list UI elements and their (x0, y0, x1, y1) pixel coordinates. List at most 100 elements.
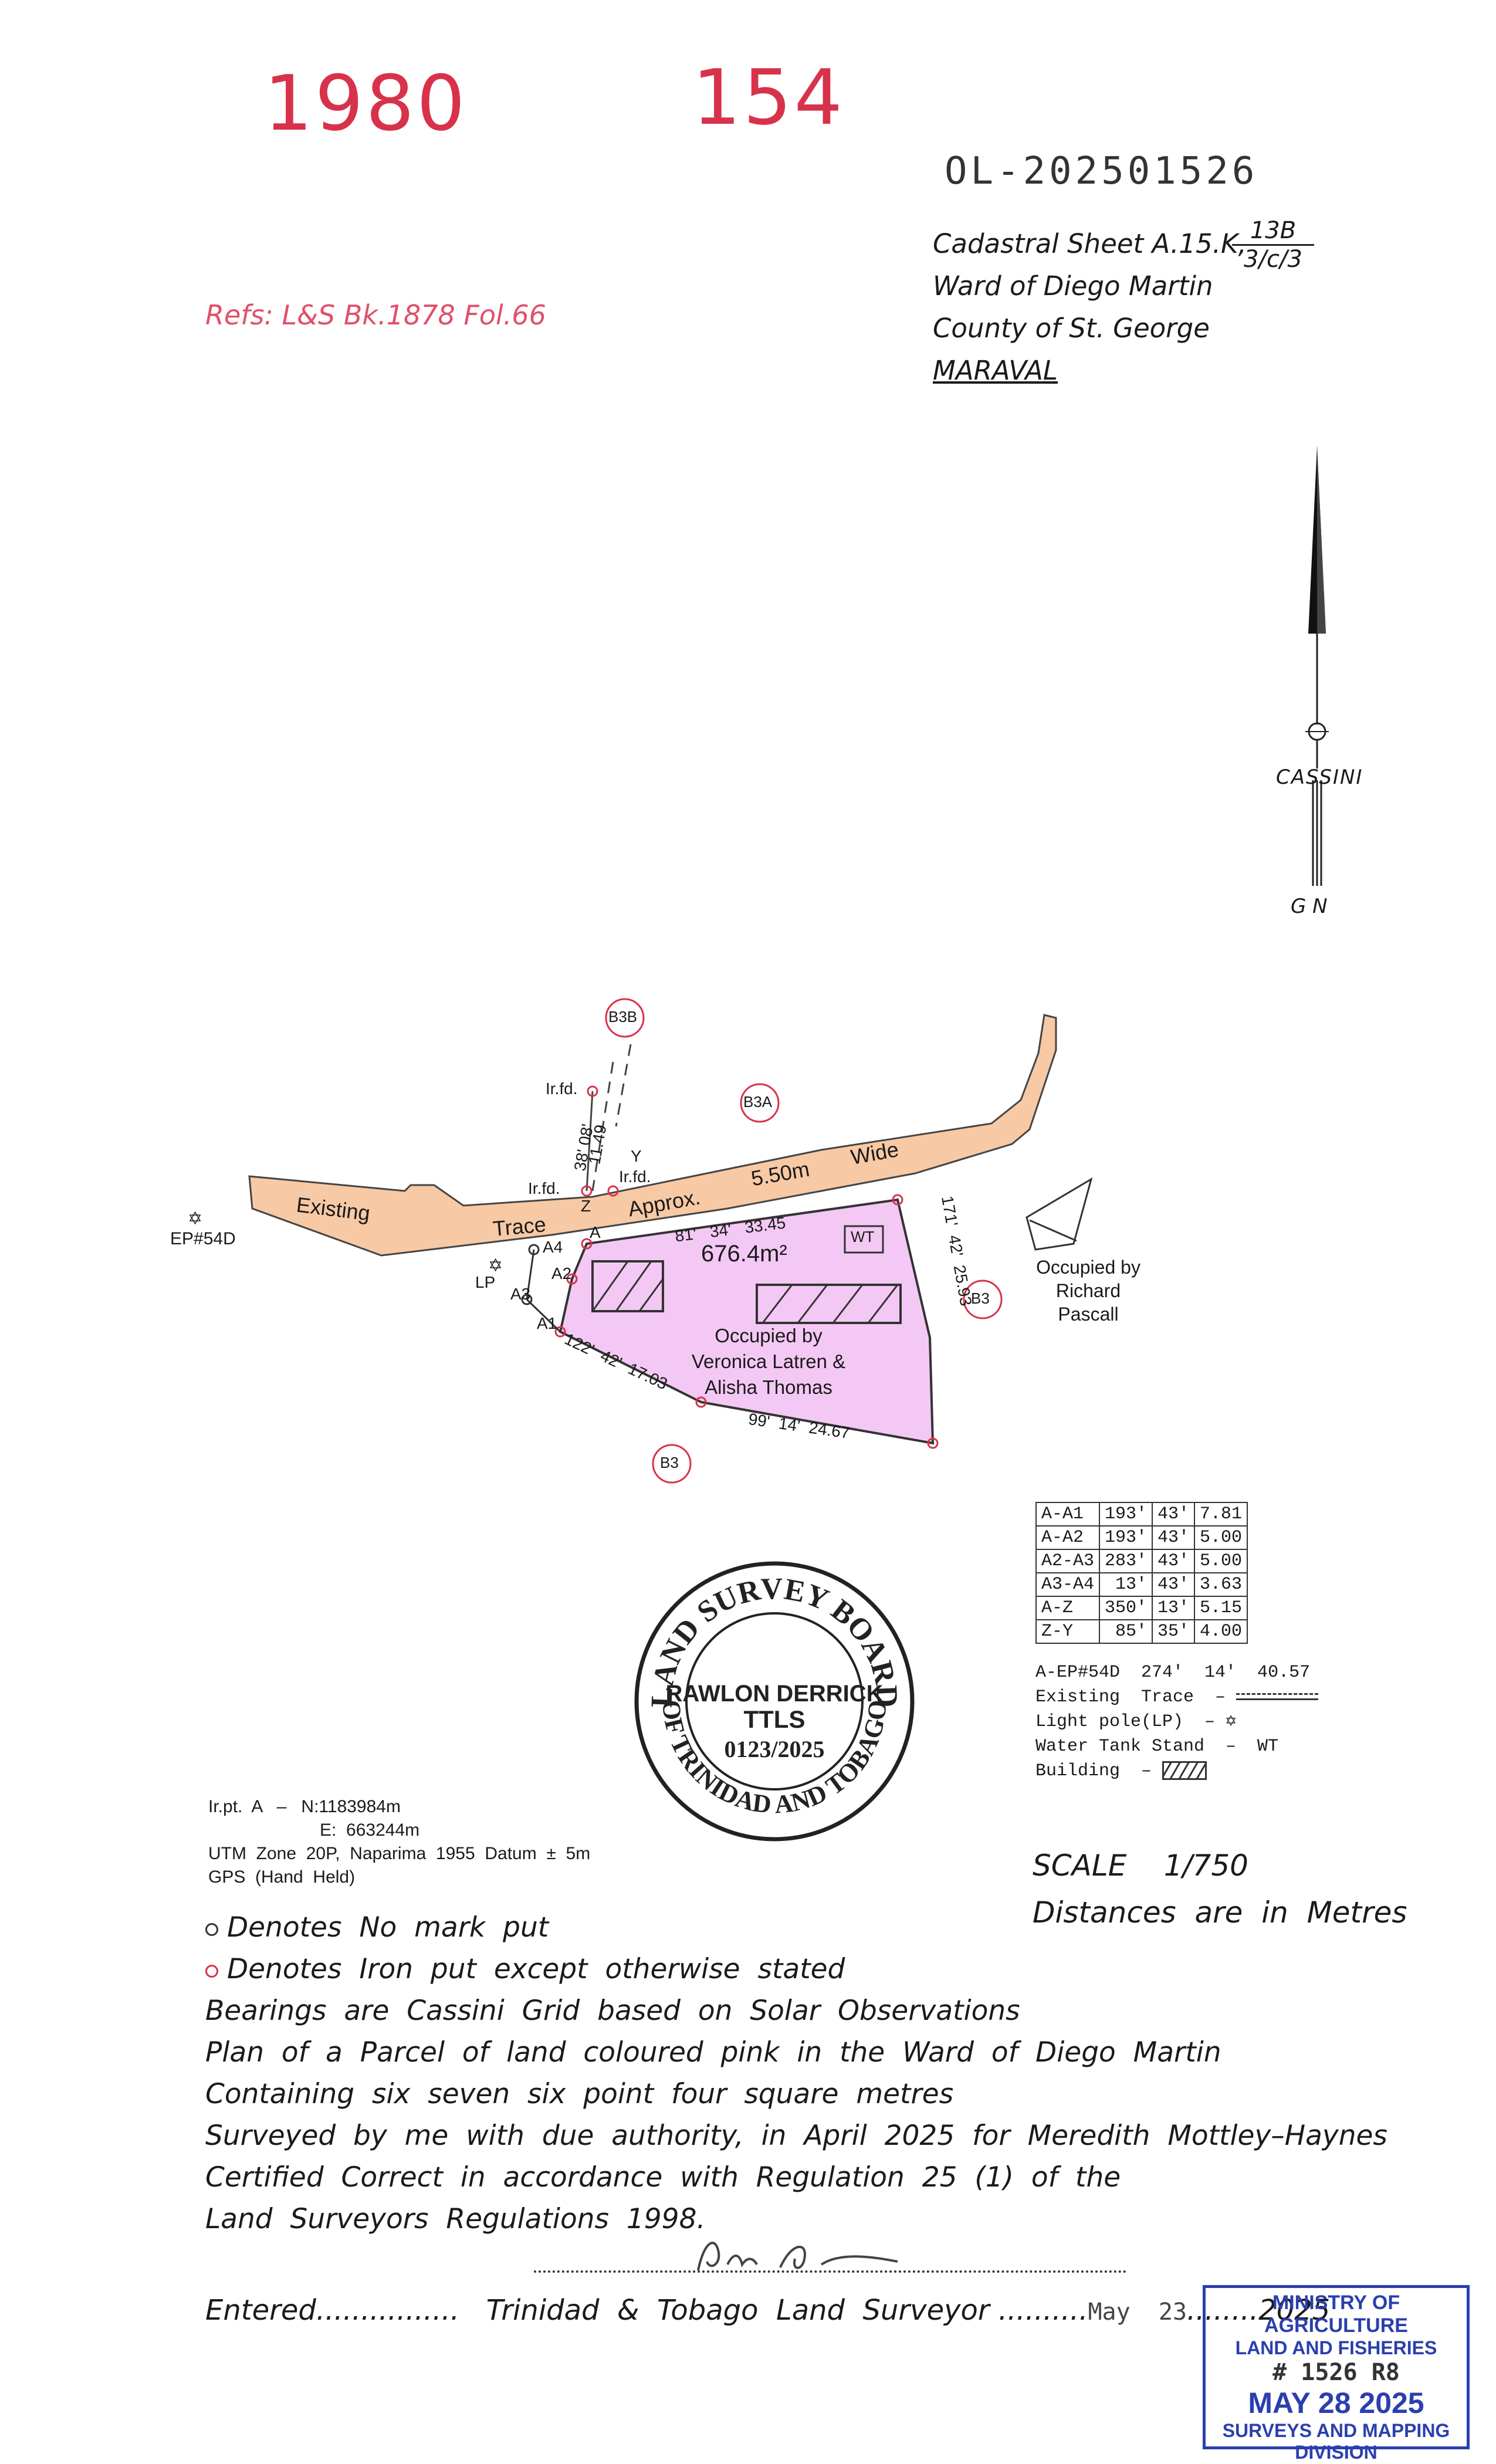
ref-circle-b3-bottom (652, 1444, 692, 1484)
bearing-cell: 13' (1099, 1572, 1153, 1597)
sheet-fraction-bottom: 3/c/3 (1244, 246, 1302, 273)
coords-line-1: Ir.pt. A – N:1183984m (208, 1797, 401, 1816)
bearing-cell: A-Z (1035, 1596, 1101, 1620)
legend-block: A-EP#54D 274' 14' 40.57 Existing Trace –… (1035, 1660, 1319, 1783)
cadastral-sheet: Cadastral Sheet A.15.K, (933, 228, 1247, 259)
point-z-label: Z (581, 1197, 591, 1215)
stamp-line-3: # 1526 R8 (1272, 2359, 1400, 2386)
seal-title: TTLS (744, 1705, 805, 1733)
year-number: 1980 (264, 59, 468, 148)
iron-mark-icon (566, 1273, 578, 1285)
neighbour-line-1: Occupied by (1036, 1257, 1140, 1278)
legend-building: Building – (1035, 1759, 1318, 1783)
bearing-cell: 283' (1099, 1549, 1153, 1573)
scale-block: SCALE 1/750 Distances are in Metres (1033, 1842, 1407, 1936)
occupant-line-2: Veronica Latren & (691, 1351, 846, 1372)
note-plan: Plan of a Parcel of land coloured pink i… (205, 2036, 1221, 2069)
bearing-cell: 43' (1152, 1549, 1196, 1573)
bearing-cell: 4.00 (1194, 1619, 1248, 1644)
legend-existing-trace: Existing Trace – (1035, 1685, 1319, 1710)
bearing-cell: 193' (1099, 1525, 1153, 1550)
bearing-cell: 5.15 (1194, 1596, 1248, 1620)
iron-mark-icon (581, 1238, 593, 1250)
note-certified: Certified Correct in accordance with Reg… (205, 2161, 1121, 2194)
iron-mark-icon (607, 1185, 619, 1197)
legend-ep-bearing: A-EP#54D 274' 14' 40.57 (1035, 1663, 1311, 1683)
bearing-cell: 85' (1099, 1619, 1153, 1644)
occupant-line-3: Alisha Thomas (705, 1376, 832, 1398)
wt-label: WT (851, 1228, 875, 1245)
building-legend-icon (1162, 1761, 1207, 1781)
neighbour-line-2: Richard Pascall (1055, 1280, 1121, 1325)
trace-symbol-icon (1236, 1693, 1319, 1701)
seal-name: RAWLON DERRICK (665, 1681, 883, 1707)
footer-year: 2025 (1258, 2294, 1331, 2327)
grid-north-label: G N (1291, 895, 1328, 918)
point-a1-label: A1 (537, 1314, 557, 1332)
iron-mark-icon (927, 1437, 939, 1449)
iron-mark-icon (581, 1185, 593, 1197)
header-block: Cadastral Sheet A.15.K, Ward of Diego Ma… (933, 223, 1247, 392)
survey-board-seal: LAND SURVEY BOARD OF TRINIDAD AND TOBAGO… (634, 1561, 915, 1842)
building-outline-2 (756, 1284, 902, 1324)
water-tank-box (844, 1225, 884, 1254)
signature-date: May 23 (1088, 2299, 1187, 2326)
stamp-line-5: SURVEYS AND MAPPING (1222, 2420, 1450, 2441)
legend-light-pole: Light pole(LP) – ✡ (1035, 1712, 1237, 1732)
bearing-cell: 43' (1152, 1502, 1196, 1527)
occupant-block: Occupied by Veronica Latren & Alisha Tho… (681, 1323, 857, 1400)
stamp-line-1: MINISTRY OF AGRICULTURE (1264, 2292, 1408, 2337)
ref-circle-b3-right (963, 1280, 1003, 1319)
stamp-line-2: LAND AND FISHERIES (1235, 2337, 1437, 2358)
coords-line-2: E: 663244m (320, 1820, 420, 1840)
b3b-label: B3B (608, 1008, 638, 1025)
note-no-mark: Denotes No mark put (205, 1907, 1387, 1948)
bearing-cell: 3.63 (1194, 1572, 1248, 1597)
bearing-cell: Z-Y (1035, 1619, 1101, 1644)
b3-bottom-label: B3 (660, 1454, 679, 1471)
notes-block: Denotes No mark put Denotes Iron put exc… (205, 1907, 1387, 2240)
legend-water-tank: Water Tank Stand – WT (1035, 1737, 1279, 1756)
iron-mark-icon (587, 1085, 598, 1097)
ep-star-icon: ✡ (188, 1209, 203, 1228)
refs-text: Refs: L&S Bk.1878 Fol.66 (205, 299, 546, 331)
bearing-cell: 13' (1152, 1596, 1196, 1620)
footer-line: Entered................ Trinidad & Tobag… (205, 2294, 1331, 2327)
bearing-cell: 350' (1099, 1596, 1153, 1620)
county-text: County of St. George (933, 313, 1210, 344)
bearing-cell: A2-A3 (1035, 1549, 1101, 1573)
sheet-fraction: 13B 3/c/3 (1232, 217, 1314, 273)
ep-label: EP#54D (170, 1229, 236, 1248)
coords-block: Ir.pt. A – N:1183984m E: 663244m UTM Zon… (208, 1795, 590, 1889)
bearing-cell: 35' (1152, 1619, 1196, 1644)
note-containing: Containing six seven six point four squa… (205, 2078, 954, 2110)
neighbour-building (1025, 1177, 1093, 1251)
irfd-top-label: Ir.fd. (546, 1079, 578, 1098)
lp-label: LP (475, 1273, 496, 1291)
signature-scribble (697, 2242, 898, 2271)
scale-text: SCALE 1/750 (1033, 1849, 1248, 1883)
plan-number: 154 (692, 53, 845, 142)
signature-line (534, 2270, 1126, 2273)
parcel-area: 676.4m² (701, 1241, 787, 1267)
bearing-cell: A-A2 (1035, 1525, 1101, 1550)
units-text: Distances are in Metres (1033, 1896, 1407, 1930)
ward-text: Ward of Diego Martin (933, 270, 1213, 302)
point-y-label: Y (631, 1147, 642, 1165)
bearing-cell: 43' (1152, 1572, 1196, 1597)
bearing-cell: A-A1 (1035, 1502, 1101, 1527)
b3-right-label: B3 (971, 1289, 990, 1307)
cassini-label: CASSINI (1276, 766, 1363, 789)
point-a2-label: A2 (551, 1264, 572, 1282)
bearing-cell: 5.00 (1194, 1549, 1248, 1573)
bearing-cell: A3-A4 (1035, 1572, 1101, 1597)
coords-line-4: GPS (Hand Held) (208, 1867, 356, 1887)
bearing-cell: 7.81 (1194, 1502, 1248, 1527)
sheet-fraction-top: 13B (1232, 217, 1314, 246)
b3a-label: B3A (743, 1093, 773, 1111)
